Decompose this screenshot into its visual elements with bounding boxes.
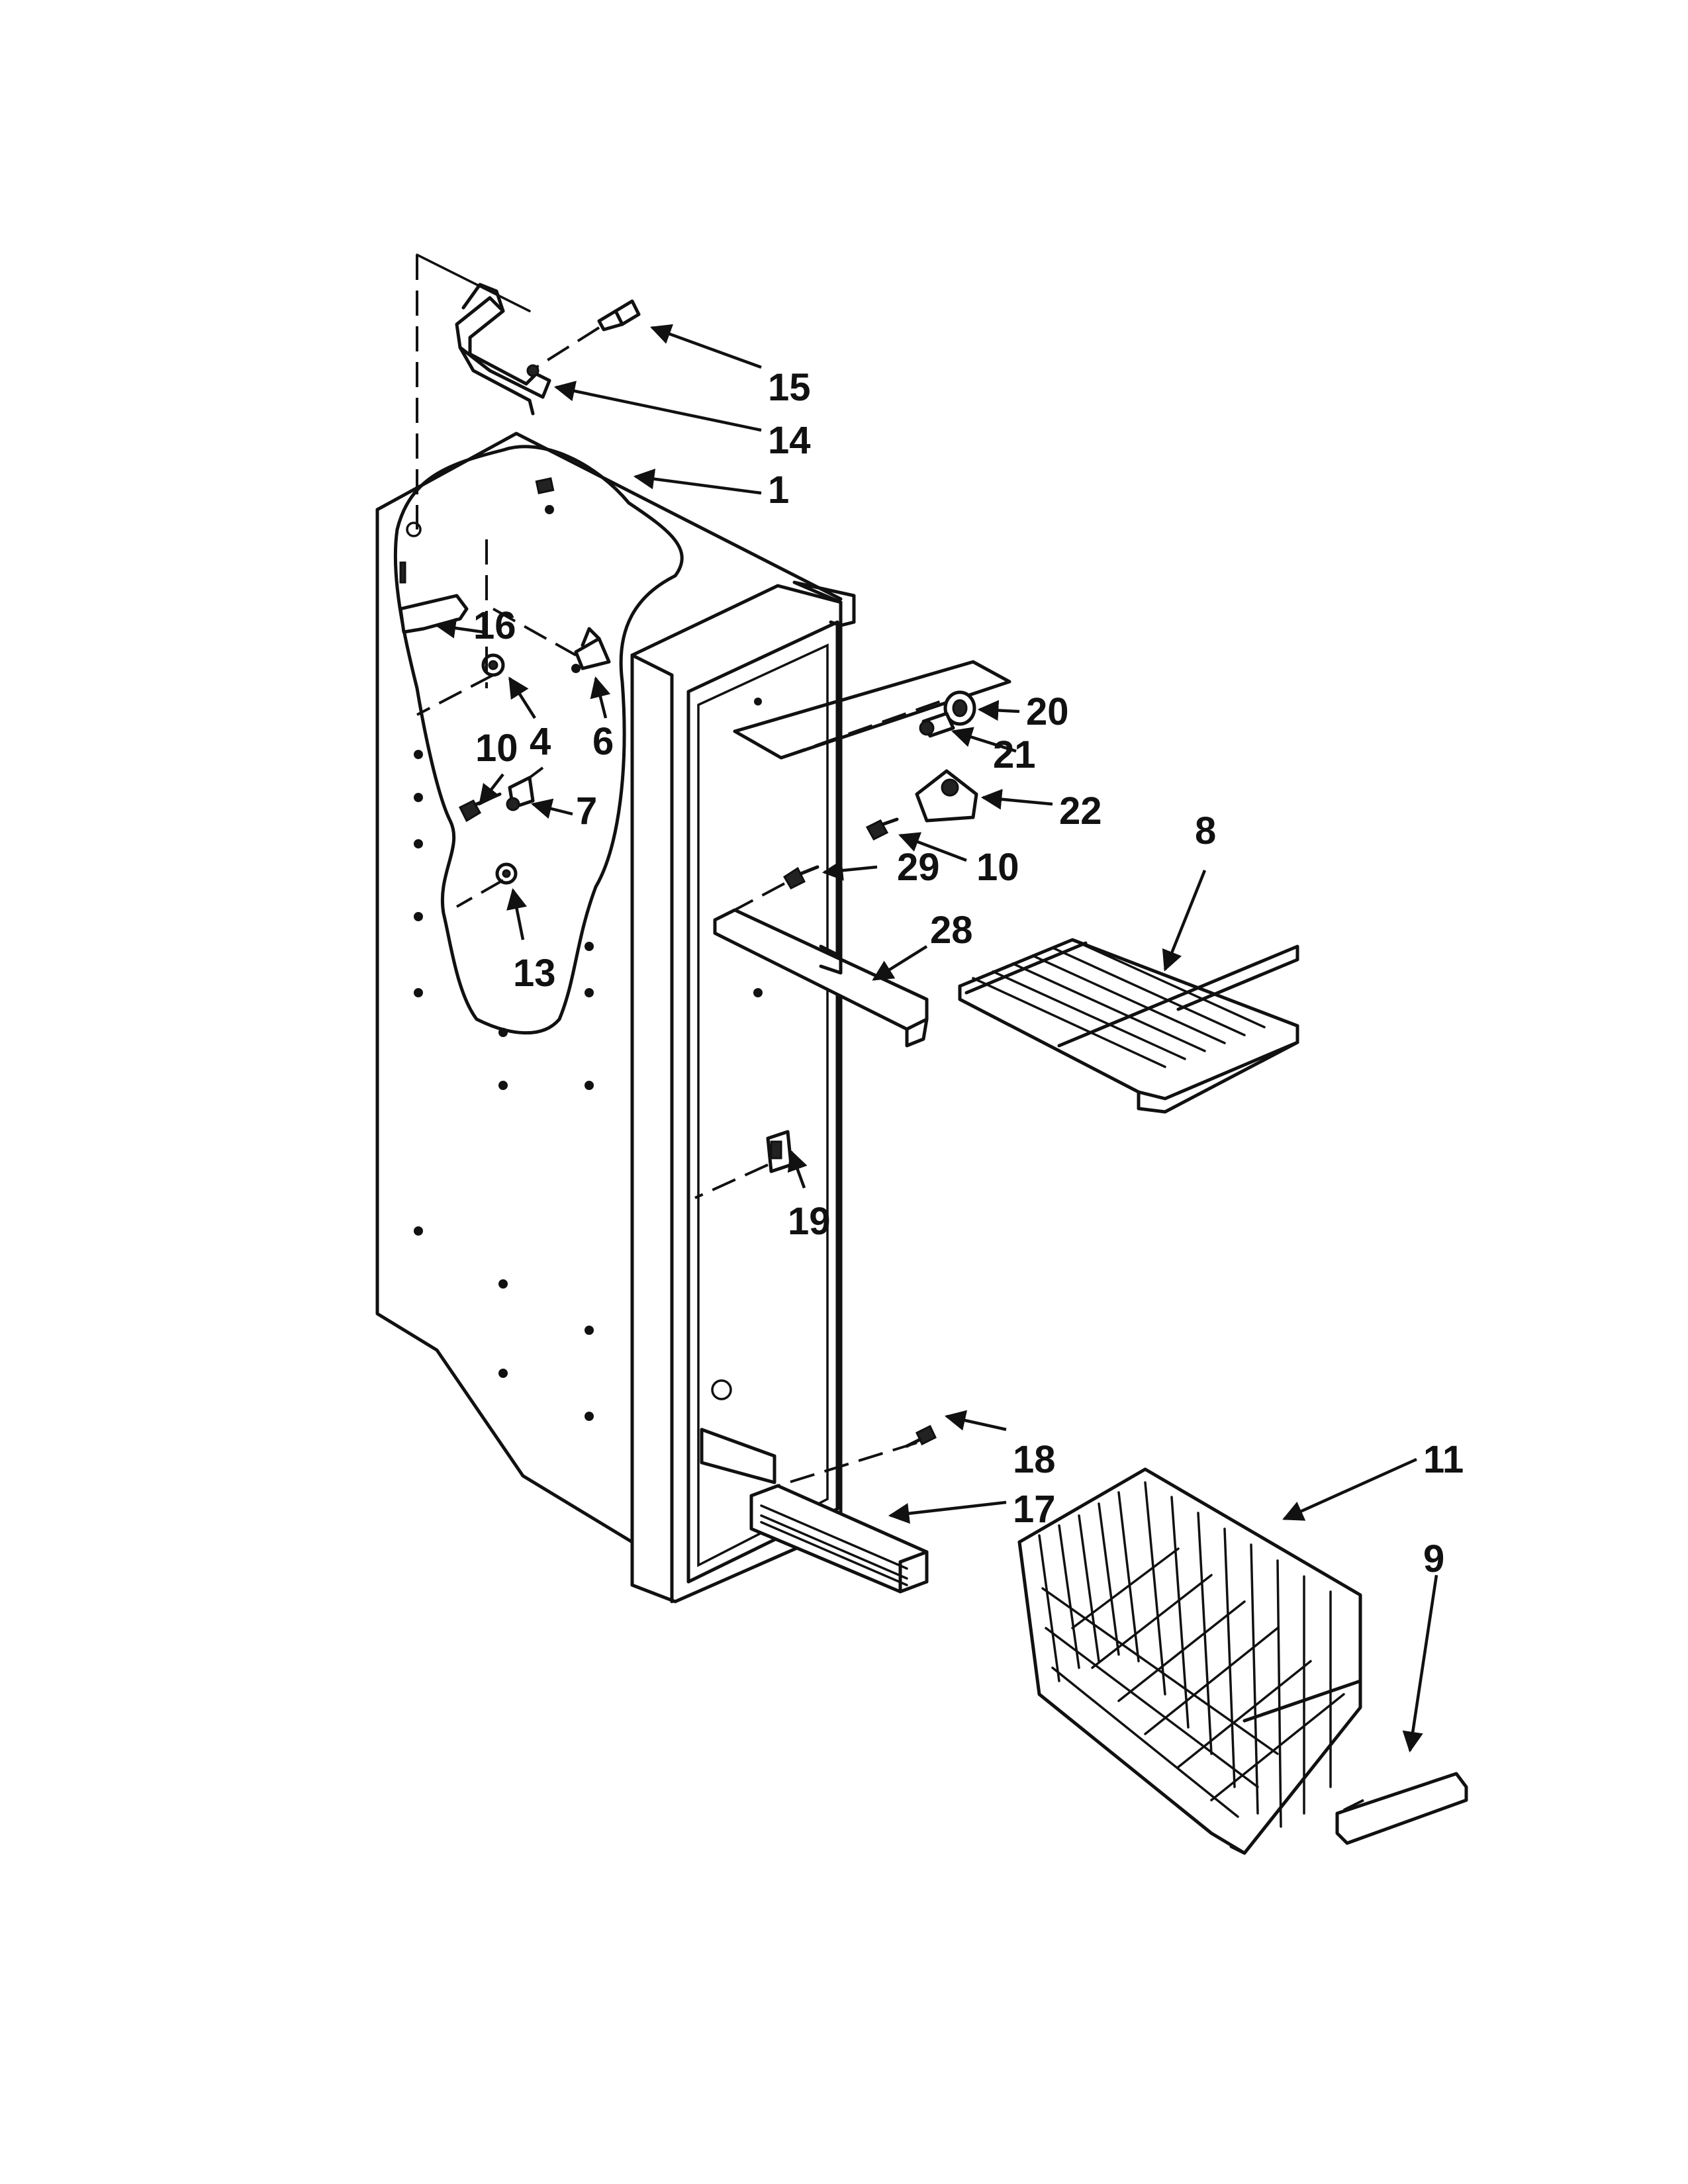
bracket-6 — [574, 627, 611, 670]
clip-16 — [399, 594, 469, 634]
stud-13 — [495, 862, 518, 885]
screw-29 — [782, 865, 820, 889]
callout-6: 6 — [592, 720, 614, 763]
fitting-7 — [506, 776, 535, 811]
light-cover-outline — [733, 660, 1011, 760]
callout-21: 21 — [993, 733, 1036, 776]
callout-28: 28 — [930, 909, 973, 952]
callout-20: 20 — [1026, 690, 1069, 733]
switch-19 — [766, 1130, 793, 1173]
guide-line — [528, 766, 544, 779]
callout-29: 29 — [897, 846, 940, 889]
bulb-21 — [919, 711, 955, 738]
callout-15: 15 — [768, 366, 811, 409]
callout-1: 1 — [768, 469, 789, 512]
guide-line — [492, 608, 577, 657]
drain-fitting — [711, 1379, 732, 1400]
bracket-14 — [455, 283, 551, 416]
rail-28 — [713, 908, 929, 1048]
freezer-liner — [375, 432, 856, 1604]
screw-10-right — [865, 817, 899, 841]
callout-9: 9 — [1423, 1537, 1444, 1580]
callout-14: 14 — [768, 419, 811, 462]
callout-10-right: 10 — [976, 846, 1019, 889]
callout-16: 16 — [473, 604, 516, 647]
liner-holes — [414, 505, 763, 1421]
guide-line — [734, 882, 785, 911]
guide-line — [456, 879, 504, 908]
grille-17 — [749, 1484, 929, 1594]
callout-11: 11 — [1423, 1438, 1464, 1481]
callout-4: 4 — [530, 720, 551, 763]
callout-17: 17 — [1013, 1488, 1056, 1531]
wire-shelf-8 — [958, 938, 1299, 1114]
guide-line — [694, 1163, 769, 1199]
socket-20 — [943, 690, 976, 726]
guide-line — [416, 253, 531, 312]
callout-22: 22 — [1059, 790, 1102, 833]
callout-labels: 15 14 1 16 4 6 10 7 13 20 21 22 10 29 28… — [473, 366, 1464, 1580]
callout-8: 8 — [1195, 809, 1216, 852]
guide-line — [416, 674, 494, 716]
screw-10-left — [458, 792, 502, 823]
holder-22 — [915, 769, 978, 823]
cover-strip-9 — [1335, 1772, 1468, 1845]
guide-line — [777, 1441, 917, 1487]
screw-15 — [597, 299, 641, 332]
callout-13: 13 — [513, 952, 556, 995]
guide-line — [780, 700, 941, 759]
callout-7: 7 — [576, 790, 597, 833]
callout-18: 18 — [1013, 1438, 1056, 1481]
screw-18 — [905, 1424, 937, 1448]
callout-10-left: 10 — [475, 727, 518, 770]
callout-19: 19 — [788, 1200, 831, 1243]
guide-line — [535, 326, 600, 369]
wire-basket-11 — [1017, 1467, 1362, 1855]
callout-leaders — [434, 324, 1438, 1753]
guide-line — [1343, 1799, 1364, 1811]
